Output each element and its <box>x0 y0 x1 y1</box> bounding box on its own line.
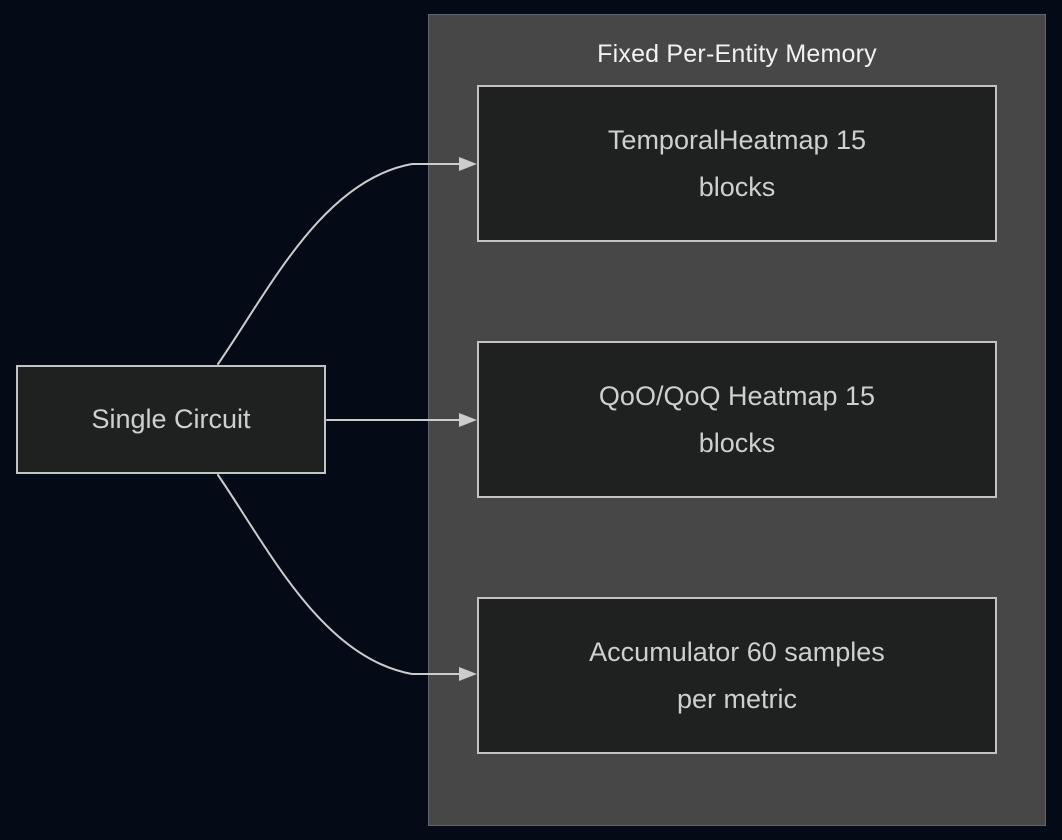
node-single-circuit: Single Circuit <box>16 365 326 474</box>
node-temporal-heatmap: TemporalHeatmap 15 blocks <box>477 85 997 242</box>
edge-source-to-accumulator <box>217 474 460 675</box>
node-accumulator: Accumulator 60 samples per metric <box>477 597 997 754</box>
cluster-title: Fixed Per-Entity Memory <box>597 40 877 68</box>
edge-source-to-temporal <box>217 163 460 365</box>
node-qoo-qoq-heatmap: QoO/QoQ Heatmap 15 blocks <box>477 341 997 498</box>
